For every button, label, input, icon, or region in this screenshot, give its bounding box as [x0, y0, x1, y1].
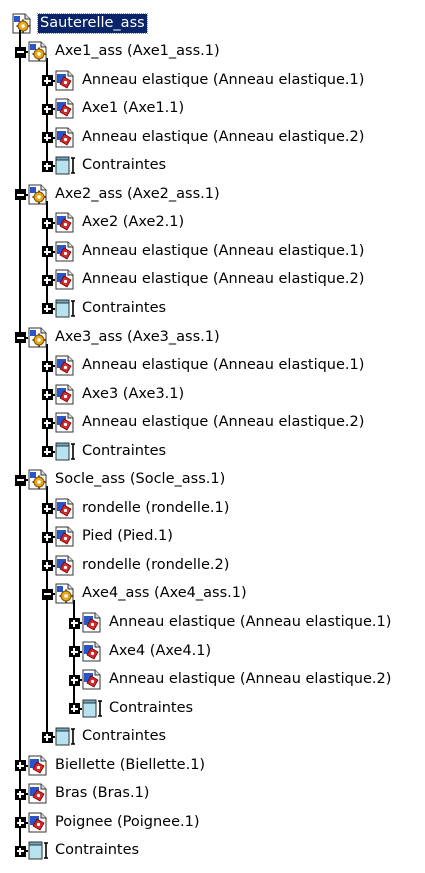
expand-toggle-icon[interactable] [14, 845, 26, 857]
expand-toggle-icon[interactable] [41, 503, 53, 515]
expand-toggle-icon[interactable] [41, 560, 53, 572]
expand-toggle-icon[interactable] [41, 360, 53, 372]
part-icon [55, 269, 75, 290]
part-icon [55, 526, 75, 547]
tree-node-label[interactable]: Contraintes [82, 442, 167, 459]
collapse-toggle-icon[interactable] [41, 588, 53, 600]
tree-node-label[interactable]: Axe4_ass (Axe4_ass.1) [82, 585, 247, 602]
tree-node-label[interactable]: Anneau elastique (Anneau elastique.2) [82, 271, 365, 288]
tree-node-label[interactable]: Anneau elastique (Anneau elastique.2) [82, 414, 365, 431]
expand-toggle-icon[interactable] [41, 531, 53, 543]
expand-toggle-icon[interactable] [41, 103, 53, 115]
tree-node-label[interactable]: Biellette (Biellette.1) [55, 756, 206, 773]
constraints-icon [28, 840, 48, 861]
product-icon [28, 469, 48, 490]
expand-toggle-icon[interactable] [68, 703, 80, 715]
product-icon [55, 583, 75, 604]
tree-node-label[interactable]: Axe3 (Axe3.1) [82, 385, 185, 402]
expand-toggle-icon[interactable] [41, 217, 53, 229]
part-icon [55, 384, 75, 405]
collapse-toggle-icon[interactable] [14, 332, 26, 343]
tree-node-label[interactable]: Axe1_ass (Axe1_ass.1) [55, 43, 220, 59]
tree-node-label[interactable]: Contraintes [82, 299, 167, 316]
part-icon [82, 641, 102, 662]
constraints-icon [55, 155, 75, 176]
tree-node-label[interactable]: Anneau elastique (Anneau elastique.2) [109, 671, 392, 688]
part-icon [55, 70, 75, 91]
part-icon [55, 212, 75, 233]
expand-toggle-icon[interactable] [14, 817, 26, 829]
tree-node-label[interactable]: Axe2 (Axe2.1) [82, 214, 185, 231]
tree-node-label[interactable]: Pied (Pied.1) [82, 528, 173, 545]
expand-toggle-icon[interactable] [41, 274, 53, 286]
expand-toggle-icon[interactable] [41, 246, 53, 258]
part-icon [55, 412, 75, 433]
tree-node-label[interactable]: Axe4 (Axe4.1) [109, 642, 212, 659]
tree-node-label[interactable]: rondelle (rondelle.2) [82, 556, 230, 573]
tree-node-label[interactable]: rondelle (rondelle.1) [82, 499, 230, 516]
tree-node-label[interactable]: Poignee (Poignee.1) [55, 813, 200, 830]
constraints-icon [82, 698, 102, 719]
collapse-toggle-icon[interactable] [14, 189, 26, 201]
tree-node-label[interactable]: Axe1 (Axe1.1) [82, 100, 185, 117]
tree-node-label[interactable]: Axe2_ass (Axe2_ass.1) [55, 185, 220, 202]
product-icon [28, 327, 48, 348]
part-icon [55, 241, 75, 262]
tree-node-label[interactable]: Contraintes [82, 728, 167, 745]
collapse-toggle-icon[interactable] [14, 474, 26, 486]
expand-toggle-icon[interactable] [68, 674, 80, 686]
tree-node-label[interactable]: Axe3_ass (Axe3_ass.1) [55, 328, 220, 345]
tree-node-label[interactable]: Contraintes [55, 842, 140, 859]
tree-node-label[interactable]: Anneau elastique (Anneau elastique.1) [82, 242, 365, 259]
tree-node-label[interactable]: Anneau elastique (Anneau elastique.1) [109, 614, 392, 630]
expand-toggle-icon[interactable] [41, 75, 53, 87]
expand-toggle-icon[interactable] [41, 303, 53, 315]
part-icon [28, 783, 48, 804]
expand-toggle-icon[interactable] [41, 132, 53, 144]
product-icon [12, 13, 32, 34]
part-icon [82, 669, 102, 690]
part-icon [55, 555, 75, 576]
tree-node-label[interactable]: Anneau elastique (Anneau elastique.1) [82, 71, 365, 88]
constraints-icon [55, 298, 75, 319]
expand-toggle-icon[interactable] [41, 417, 53, 429]
tree-connector-line [46, 486, 48, 738]
expand-toggle-icon[interactable] [41, 446, 53, 458]
tree-node-label[interactable]: Anneau elastique (Anneau elastique.2) [82, 128, 365, 145]
tree-connector-line [19, 30, 21, 852]
expand-toggle-icon[interactable] [14, 760, 26, 772]
tree-node-label[interactable]: Anneau elastique (Anneau elastique.1) [82, 357, 365, 374]
part-icon [82, 612, 102, 633]
collapse-toggle-icon[interactable] [14, 46, 26, 58]
constraints-icon [55, 441, 75, 462]
part-icon [55, 98, 75, 119]
tree-node-label[interactable]: Contraintes [109, 699, 194, 716]
constraints-icon [55, 726, 75, 747]
expand-toggle-icon[interactable] [68, 646, 80, 658]
expand-toggle-icon[interactable] [41, 731, 53, 743]
part-icon [28, 812, 48, 833]
tree-root-label[interactable]: Sauterelle_ass [37, 13, 148, 34]
tree-node-label[interactable]: Bras (Bras.1) [55, 785, 150, 802]
part-icon [55, 127, 75, 148]
expand-toggle-icon[interactable] [14, 788, 26, 800]
expand-toggle-icon[interactable] [41, 160, 53, 172]
product-icon [28, 184, 48, 205]
part-icon [55, 498, 75, 519]
tree-node-label[interactable]: Socle_ass (Socle_ass.1) [55, 471, 226, 488]
expand-toggle-icon[interactable] [68, 617, 80, 629]
part-icon [28, 755, 48, 776]
expand-toggle-icon[interactable] [41, 389, 53, 401]
product-icon [28, 41, 48, 62]
part-icon [55, 355, 75, 376]
tree-node-label[interactable]: Contraintes [82, 157, 167, 174]
